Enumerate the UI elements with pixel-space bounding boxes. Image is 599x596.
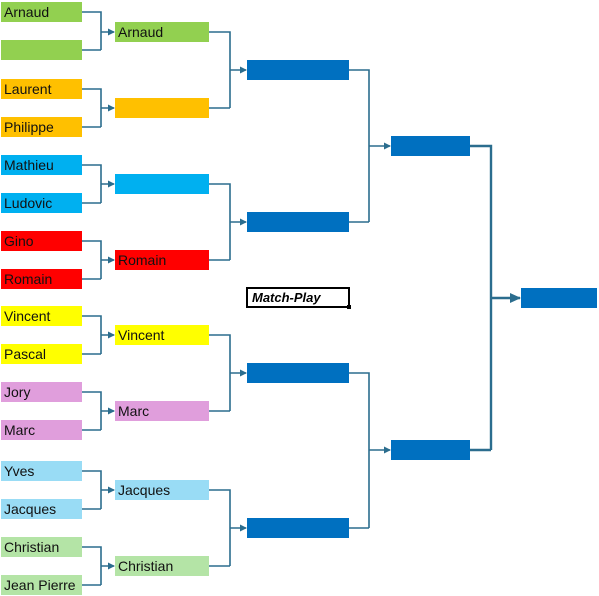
round1-slot-8: Romain bbox=[1, 269, 82, 289]
connector-r2-r3-2 bbox=[209, 183, 246, 261]
round1-slot-6: Ludovic bbox=[1, 193, 82, 213]
round2-slot-7: Jacques bbox=[115, 480, 209, 500]
round1-slot-1: Arnaud bbox=[1, 2, 82, 22]
connector-r4-final bbox=[470, 144, 520, 452]
round1-slot-10: Pascal bbox=[1, 344, 82, 364]
connector-r3-r4-1 bbox=[349, 69, 390, 223]
round3-slot-4 bbox=[247, 518, 349, 538]
round3-slot-3 bbox=[247, 363, 349, 383]
round1-slot-5: Mathieu bbox=[1, 155, 82, 175]
title-resize-handle bbox=[347, 305, 351, 309]
connector-r1-r2-3 bbox=[82, 164, 114, 204]
round2-slot-4: Romain bbox=[115, 250, 209, 270]
round1-slot-14: Jacques bbox=[1, 499, 82, 519]
round1-slot-9: Vincent bbox=[1, 306, 82, 326]
round3-slot-1 bbox=[247, 60, 349, 80]
connector-r1-r2-4 bbox=[82, 240, 114, 280]
connector-r2-r3-1 bbox=[209, 31, 246, 109]
round1-slot-11: Jory bbox=[1, 382, 82, 402]
connector-r1-r2-8 bbox=[82, 546, 114, 586]
round4-slot-1 bbox=[391, 136, 470, 156]
round1-slot-15: Christian bbox=[1, 537, 82, 557]
round2-slot-5: Vincent bbox=[115, 325, 209, 345]
round2-slot-2 bbox=[115, 98, 209, 118]
connector-r1-r2-2 bbox=[82, 88, 114, 128]
match-play-title: Match-Play bbox=[246, 287, 351, 309]
connector-r1-r2-6 bbox=[82, 391, 114, 431]
round2-slot-8: Christian bbox=[115, 556, 209, 576]
connector-r1-r2-5 bbox=[82, 315, 114, 355]
match-play-title-text: Match-Play bbox=[252, 290, 321, 305]
round1-slot-2 bbox=[1, 40, 82, 60]
round2-slot-1: Arnaud bbox=[115, 22, 209, 42]
round2-slot-3 bbox=[115, 174, 209, 194]
round1-slot-7: Gino bbox=[1, 231, 82, 251]
round3-slot-2 bbox=[247, 212, 349, 232]
round4-slot-2 bbox=[391, 440, 470, 460]
round1-slot-3: Laurent bbox=[1, 79, 82, 99]
connector-r1-r2-7 bbox=[82, 470, 114, 510]
round1-slot-16: Jean Pierre bbox=[1, 575, 82, 595]
round1-slot-4: Philippe bbox=[1, 117, 82, 137]
round1-slot-12: Marc bbox=[1, 420, 82, 440]
round2-slot-6: Marc bbox=[115, 401, 209, 421]
connector-r1-r2-1 bbox=[82, 11, 114, 51]
connector-r3-r4-2 bbox=[349, 372, 390, 529]
connector-r2-r3-4 bbox=[209, 489, 246, 567]
final-slot bbox=[521, 288, 597, 308]
round1-slot-13: Yves bbox=[1, 461, 82, 481]
connector-r2-r3-3 bbox=[209, 334, 246, 412]
